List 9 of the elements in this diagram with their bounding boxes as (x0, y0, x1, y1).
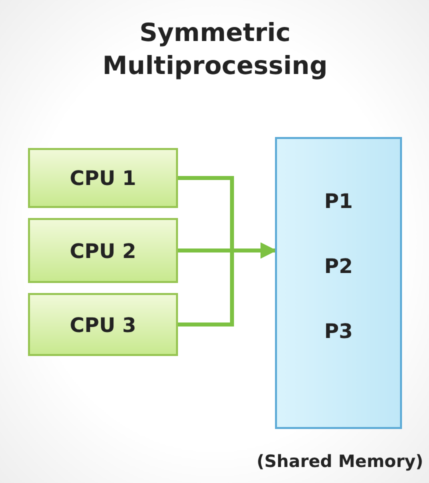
title: Symmetric Multiprocessing (102, 17, 328, 82)
process-label: P1 (323, 189, 354, 213)
cpu-box: CPU 3 (28, 293, 178, 356)
cpu-box: CPU 1 (28, 148, 178, 208)
process-label: P2 (323, 254, 354, 278)
node-label: (Shared Memory) (256, 452, 424, 472)
process-label: P3 (323, 319, 354, 343)
cpu-box: CPU 2 (28, 218, 178, 283)
memory-box (275, 137, 402, 429)
